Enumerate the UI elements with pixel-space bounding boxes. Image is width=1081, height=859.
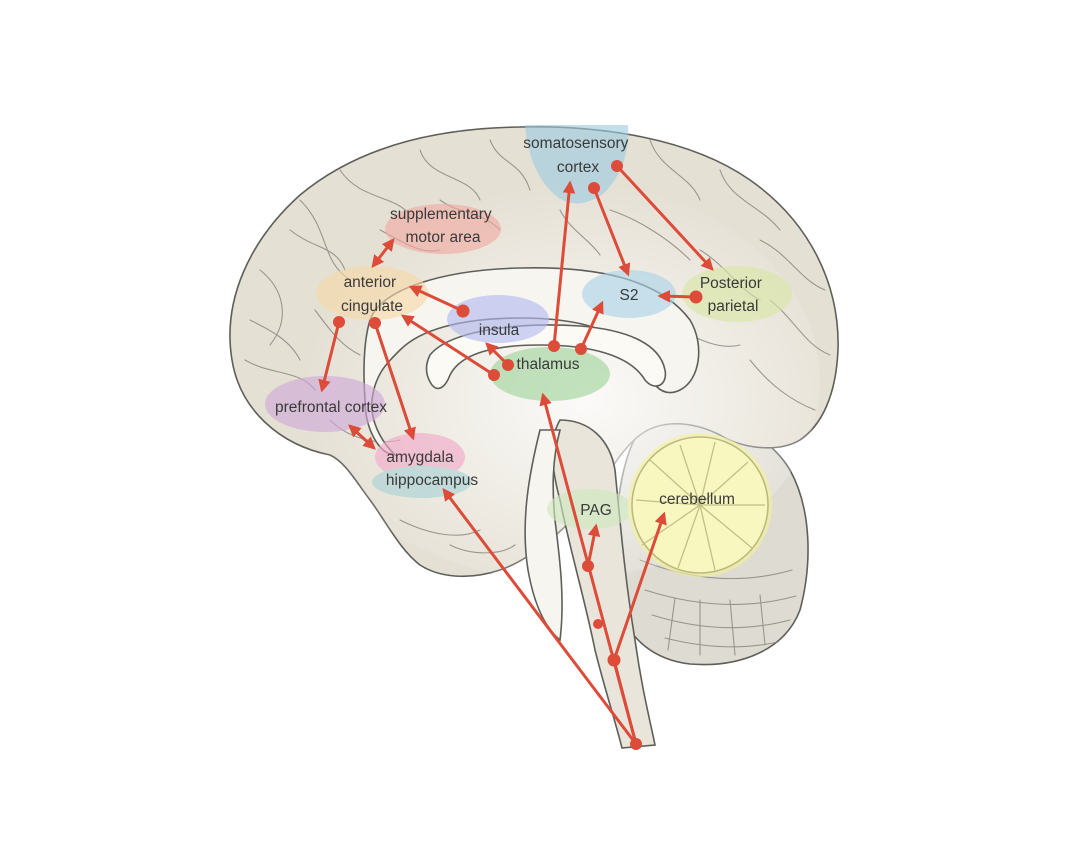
region-labels: somatosensory cortex supplementary motor… — [275, 135, 766, 519]
pfc-highlight — [265, 376, 385, 432]
region-highlights — [265, 125, 792, 577]
label-insula: insula — [479, 322, 520, 339]
label-acc: anterior cingulate — [341, 274, 403, 315]
arrow-origin-dots — [333, 160, 703, 750]
label-pag: PAG — [580, 502, 612, 519]
label-pfc: prefrontal cortex — [275, 399, 387, 416]
label-thalamus: thalamus — [517, 356, 580, 373]
arrow-acc-to-pfc — [318, 321, 341, 393]
arrow-insula-to-acc — [408, 285, 464, 313]
dot-spine-base — [630, 738, 642, 750]
dot-somatosensory-a — [588, 182, 600, 194]
label-hippocampus: hippocampus — [386, 472, 478, 489]
dot-ppc — [689, 290, 703, 304]
arrow-spine-to-hippocampus — [442, 487, 638, 745]
dot-thalamus-s2 — [575, 343, 587, 355]
ppc-highlight — [682, 266, 792, 322]
brain-illustration — [229, 126, 839, 749]
label-cerebellum: cerebellum — [659, 491, 735, 508]
s2-highlight — [582, 270, 676, 318]
pag-highlight — [547, 489, 633, 529]
dot-acc-right — [369, 317, 381, 329]
pathway-arrows — [318, 160, 714, 750]
dot-acc-left — [333, 316, 345, 328]
arrow-somatosensory-to-s2 — [592, 187, 631, 277]
arrow-spine-trunk — [612, 659, 638, 745]
arrow-acc-sma — [371, 238, 395, 268]
thalamus-highlight — [490, 347, 610, 401]
arrow-thalamus-to-s2 — [579, 300, 604, 350]
dot-thalamus-insula — [502, 359, 514, 371]
somatosensory-highlight — [525, 125, 629, 204]
sma-highlight — [385, 204, 501, 254]
arrow-thalamus-to-somatosensory — [552, 180, 576, 347]
dot-insula — [456, 304, 470, 318]
dot-spine-mid — [607, 653, 621, 667]
dot-thalamus-acc — [488, 369, 500, 381]
insula-highlight — [447, 295, 549, 343]
dot-thalamus-soma — [548, 340, 560, 352]
label-ppc: Posterior parietal — [700, 275, 766, 315]
dot-spine-upper — [593, 619, 603, 629]
dot-somatosensory-b — [611, 160, 623, 172]
arrow-thalamus-to-acc — [400, 314, 495, 377]
dot-pag-origin — [582, 560, 594, 572]
arrow-somatosensory-to-ppc — [615, 164, 714, 271]
label-somatosensory: somatosensory cortex — [523, 135, 632, 176]
cerebellum-folia — [639, 559, 797, 656]
spinal-canal — [524, 429, 563, 642]
arrow-spine-to-cerebellum — [612, 511, 667, 661]
label-sma: supplementary motor area — [390, 206, 496, 246]
arrow-pfc-amygdala — [348, 424, 376, 450]
label-amygdala: amygdala — [386, 449, 454, 466]
acc-highlight — [316, 266, 428, 320]
label-s2: S2 — [620, 287, 639, 304]
arrow-spine-to-pag — [586, 523, 601, 567]
arrow-acc-to-amygdala — [373, 322, 416, 441]
cerebellum-highlight — [628, 433, 772, 577]
